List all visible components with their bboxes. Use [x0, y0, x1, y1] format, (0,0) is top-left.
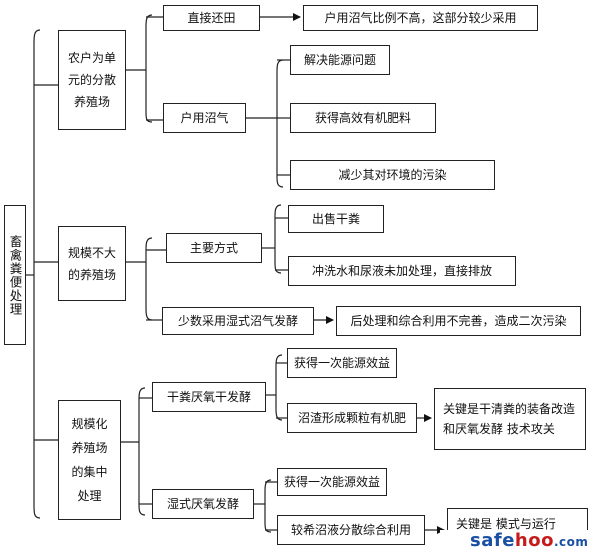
direct-discharge: 冲洗水和尿液未加处理，直接排放 — [288, 256, 516, 286]
secondary-pollution-note: 后处理和综合利用不完善，造成二次污染 — [336, 306, 581, 336]
dry-energy-benefit: 获得一次能源效益 — [287, 348, 397, 378]
safehoo-watermark-logo: safehoo.com — [470, 530, 589, 551]
benefit-fertilizer: 获得高效有机肥料 — [290, 103, 436, 133]
main-method-node: 主要方式 — [166, 233, 262, 263]
wet-biogas-node: 少数采用湿式沼气发酵 — [162, 307, 314, 335]
slurry-utilization: 较希沼液分散综合利用 — [277, 515, 425, 545]
wet-energy-benefit: 获得一次能源效益 — [277, 468, 387, 496]
watermark-backdrop — [440, 530, 590, 555]
benefit-environment: 减少其对环境的污染 — [290, 160, 495, 190]
direct-field-node: 直接还田 — [163, 5, 260, 31]
household-biogas-node: 户用沼气 — [163, 103, 246, 133]
farm-node: 农户为单元的分散养殖场 — [58, 30, 126, 130]
granular-fertilizer: 沼渣形成颗粒有机肥 — [287, 403, 417, 433]
direct-field-note: 户用沼气比例不高，这部分较少采用 — [303, 5, 538, 31]
wet-anaerobic-node: 湿式厌氧发酵 — [152, 489, 254, 519]
large-node: 规模化养殖场的集中处理 — [58, 400, 121, 520]
root-node: 畜禽粪便处理 — [4, 205, 26, 345]
dry-key-note: 关键是干清粪的装备改造和厌氧发酵 技术攻关 — [434, 388, 586, 450]
dry-anaerobic-node: 干粪厌氧干发酵 — [152, 382, 266, 412]
benefit-energy: 解决能源问题 — [290, 45, 390, 75]
sell-dry-manure: 出售干粪 — [288, 205, 384, 233]
medium-node: 规模不大的养殖场 — [58, 226, 126, 301]
